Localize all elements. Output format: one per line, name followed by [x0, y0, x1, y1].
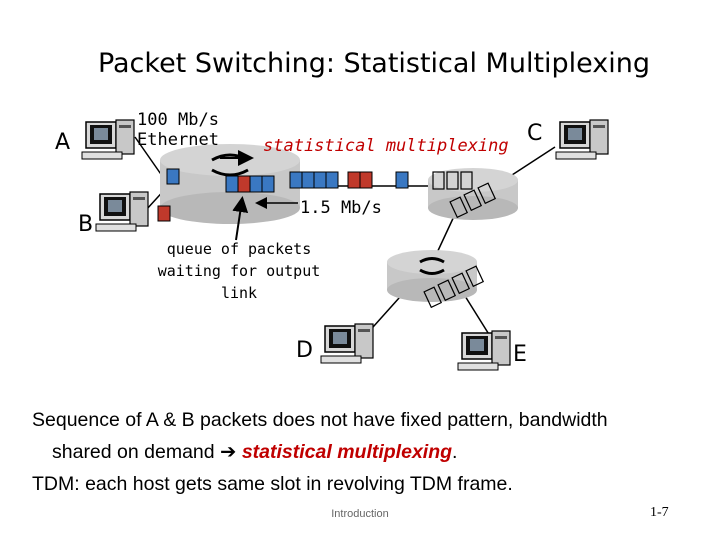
computer-icon	[81, 119, 135, 160]
packet	[249, 175, 263, 193]
queue-arrow	[232, 196, 249, 241]
packet	[237, 175, 251, 193]
packet	[157, 205, 171, 222]
host-label-c: C	[527, 121, 543, 146]
packet	[225, 175, 239, 193]
host-label-a: A	[55, 130, 71, 155]
packet	[347, 171, 361, 189]
bullet-text: TDM: each host gets same slot in revolvi…	[32, 473, 513, 495]
packet	[301, 171, 315, 189]
queue-label: queue of packets waiting for output link	[157, 240, 321, 302]
packet	[289, 171, 303, 189]
bullet-text: shared on demand	[52, 441, 221, 463]
bullet-line: shared on demand ➔ statistical multiplex…	[32, 436, 712, 468]
computer-icon	[555, 119, 609, 160]
packets-output-link	[289, 171, 409, 189]
link-speed-output: 1.5 Mb/s	[300, 198, 382, 218]
stat-mux-label: statistical multiplexing	[263, 136, 509, 156]
link-router-c	[511, 146, 556, 176]
computer-icon	[457, 330, 511, 371]
packets-b	[157, 205, 171, 222]
router-icon	[428, 168, 518, 220]
host-label-e: E	[513, 342, 527, 367]
packets-a	[166, 168, 180, 185]
page-title: Packet Switching: Statistical Multiplexi…	[97, 48, 651, 79]
computer-icon	[95, 191, 149, 232]
bullet-line: Sequence of A & B packets does not have …	[32, 404, 712, 436]
packet	[325, 171, 339, 189]
packet	[313, 171, 327, 189]
footer-label: Introduction	[331, 508, 389, 520]
bullet-list: Sequence of A & B packets does not have …	[32, 404, 712, 500]
host-label-d: D	[296, 338, 313, 363]
host-label-b: B	[78, 212, 94, 237]
computer-icon	[320, 323, 374, 364]
link-speed-a: 100 Mb/s Ethernet	[137, 110, 219, 150]
bullet-text: .	[452, 441, 458, 463]
emphasis-text: statistical multiplexing	[241, 441, 453, 463]
bullet-line: TDM: each host gets same slot in revolvi…	[32, 468, 712, 500]
packet	[166, 168, 180, 185]
page-number: 1-7	[650, 505, 669, 520]
packet-queue	[225, 175, 275, 193]
link-router-router2	[435, 211, 457, 256]
packet	[395, 171, 409, 189]
bullet-text: Sequence of A & B packets does not have …	[32, 409, 608, 431]
glyph-boxes	[423, 171, 497, 309]
packet	[261, 175, 275, 193]
arrow-right-icon: ➔	[220, 441, 242, 463]
packet	[359, 171, 373, 189]
